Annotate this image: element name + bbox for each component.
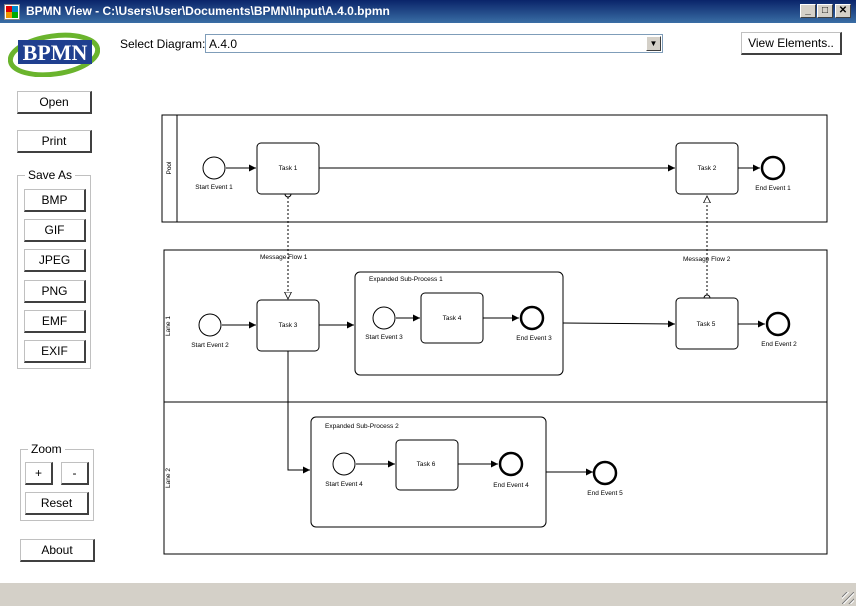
sequence-flows <box>222 164 765 476</box>
end-event-3-label: End Event 3 <box>516 335 552 342</box>
start-event-3[interactable]: Start Event 3 <box>365 306 403 341</box>
task-6-label: Task 6 <box>417 461 436 468</box>
message-flow-2-label: Message Flow 2 <box>683 256 731 263</box>
subprocess-1-label: Expanded Sub-Process 1 <box>369 276 443 283</box>
end-event-4-label: End Event 4 <box>493 482 529 489</box>
print-button[interactable]: Print <box>17 130 92 153</box>
task-4-label: Task 4 <box>443 315 462 322</box>
save-png-button[interactable]: PNG <box>24 280 86 303</box>
task-1[interactable]: Task 1 <box>256 142 320 195</box>
lane-1-label: Lane 1 <box>165 316 172 336</box>
pool-label: Pool <box>166 161 173 175</box>
resize-grip-icon[interactable] <box>842 592 854 604</box>
zoom-out-button[interactable]: - <box>61 462 89 485</box>
save-emf-button[interactable]: EMF <box>24 310 86 333</box>
start-event-4-label: Start Event 4 <box>325 481 363 488</box>
end-event-5-label: End Event 5 <box>587 490 623 497</box>
about-button[interactable]: About <box>20 539 95 562</box>
task-3-label: Task 3 <box>279 322 298 329</box>
task-5[interactable]: Task 5 <box>675 297 739 350</box>
task-6[interactable]: Task 6 <box>395 439 459 491</box>
save-exif-button[interactable]: EXIF <box>24 340 86 363</box>
main-content: BPMN Select Diagram: A.4.0 ▼ View Elemen… <box>0 23 856 583</box>
start-event-2[interactable]: Start Event 2 <box>191 313 229 349</box>
end-event-5[interactable]: End Event 5 <box>587 460 623 497</box>
end-event-2-label: End Event 2 <box>761 341 797 348</box>
task-5-label: Task 5 <box>697 321 716 328</box>
view-elements-button[interactable]: View Elements.. <box>741 32 842 55</box>
save-as-group: Save As <box>17 168 91 369</box>
message-flow-1-label: Message Flow 1 <box>260 254 308 261</box>
end-event-2[interactable]: End Event 2 <box>761 311 797 348</box>
status-bar <box>0 583 856 606</box>
save-bmp-button[interactable]: BMP <box>24 189 86 212</box>
app-icon <box>4 4 20 20</box>
title-bar: BPMN View - C:\Users\User\Documents\BPMN… <box>0 0 856 23</box>
save-gif-button[interactable]: GIF <box>24 219 86 242</box>
task-1-label: Task 1 <box>279 165 298 172</box>
task-2-label: Task 2 <box>698 165 717 172</box>
save-as-label: Save As <box>25 168 76 182</box>
task-3[interactable]: Task 3 <box>256 299 320 352</box>
zoom-label: Zoom <box>28 442 65 456</box>
select-diagram-label: Select Diagram: <box>120 37 206 51</box>
end-event-1-label: End Event 1 <box>755 185 791 192</box>
start-event-4[interactable]: Start Event 4 <box>325 452 363 488</box>
lane-2-label: Lane 2 <box>165 468 172 488</box>
zoom-reset-button[interactable]: Reset <box>25 492 89 515</box>
diagram-select[interactable]: A.4.0 ▼ <box>205 34 663 53</box>
bpmn-logo: BPMN <box>8 32 100 77</box>
end-event-3[interactable]: End Event 3 <box>516 305 552 342</box>
close-button[interactable]: ✕ <box>835 4 851 18</box>
open-button[interactable]: Open <box>17 91 92 114</box>
bpmn-diagram-canvas: Pool Lane 1 Lane 2 Expanded Sub-Process … <box>161 114 828 555</box>
task-4[interactable]: Task 4 <box>420 292 484 344</box>
logo-text: BPMN <box>23 40 88 65</box>
diagram-select-value: A.4.0 <box>209 37 238 51</box>
subprocess-2-label: Expanded Sub-Process 2 <box>325 423 399 430</box>
maximize-button[interactable]: □ <box>817 4 833 18</box>
start-event-1-label: Start Event 1 <box>195 184 233 191</box>
task-2[interactable]: Task 2 <box>675 142 739 195</box>
end-event-1[interactable]: End Event 1 <box>755 155 791 192</box>
save-jpeg-button[interactable]: JPEG <box>24 249 86 272</box>
start-event-3-label: Start Event 3 <box>365 334 403 341</box>
minimize-button[interactable]: _ <box>800 4 816 18</box>
start-event-2-label: Start Event 2 <box>191 342 229 349</box>
zoom-group: Zoom <box>20 442 94 521</box>
chevron-down-icon[interactable]: ▼ <box>646 36 661 51</box>
zoom-in-button[interactable]: + <box>25 462 53 485</box>
end-event-4[interactable]: End Event 4 <box>493 451 529 489</box>
window-title: BPMN View - C:\Users\User\Documents\BPMN… <box>26 4 390 18</box>
start-event-1[interactable]: Start Event 1 <box>195 156 233 191</box>
